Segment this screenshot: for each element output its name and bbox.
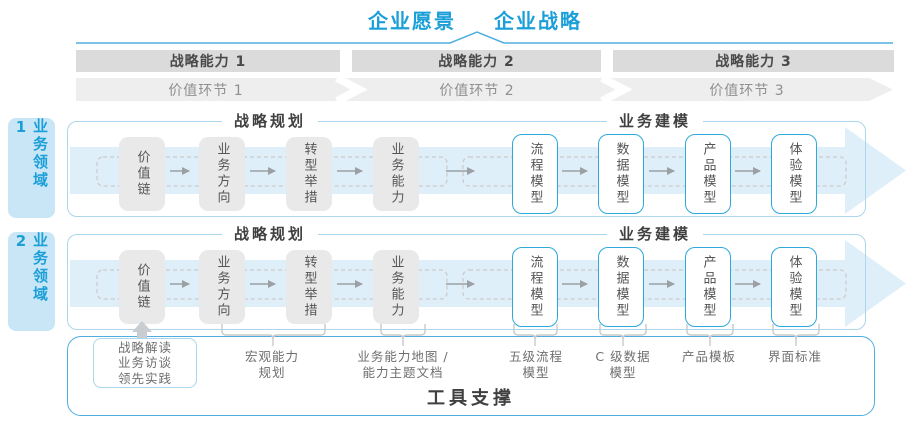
section-title-planning: 战略规划 — [221, 110, 319, 131]
box-transformation-initiatives: 转型举措 — [286, 137, 332, 211]
box-business-capability: 业务能力 — [373, 250, 419, 324]
flow-row-1-panel — [67, 121, 866, 217]
annotation-ui-standard: 界面标准 — [767, 349, 823, 364]
box-product-model: 产品模型 — [685, 134, 731, 214]
annotation-data-model: C 级数据 模型 — [595, 349, 651, 381]
domain-tag-1-label: 业务领域 1 — [12, 118, 49, 190]
value-chain-3-label: 价值环节 3 — [709, 82, 785, 99]
value-chain-chevron-band — [76, 78, 893, 101]
annotation-process-model: 五级流程 模型 — [508, 349, 564, 381]
practice-input-box: 战略解读 业务访谈 领先实践 — [93, 338, 197, 388]
box-experience-model: 体验模型 — [771, 247, 817, 327]
capability-bar-1-label: 战略能力 1 — [169, 54, 247, 70]
capability-bar-1: 战略能力 1 — [76, 50, 340, 72]
up-arrow-icon — [132, 321, 152, 338]
section-title-modeling: 业务建模 — [606, 110, 704, 131]
practice-line-3: 领先实践 — [117, 370, 172, 386]
box-business-direction: 业务方向 — [199, 250, 245, 324]
capability-bar-3: 战略能力 3 — [613, 50, 894, 72]
section-title-modeling: 业务建模 — [606, 223, 704, 244]
value-chain-2: 价值环节 2 — [367, 78, 587, 101]
annotation-macro-capability: 宏观能力 规划 — [244, 349, 300, 381]
box-business-direction: 业务方向 — [199, 137, 245, 211]
value-chain-1-label: 价值环节 1 — [168, 82, 244, 99]
tool-support-frame: 工具支撑 — [67, 336, 875, 416]
box-value-chain: 价值链 — [119, 250, 165, 324]
annotation-product-template: 产品模板 — [681, 349, 737, 364]
annotation-capability-map: 业务能力地图 / 能力主题文档 — [357, 349, 449, 381]
capability-bar-3-label: 战略能力 3 — [715, 54, 792, 70]
box-business-capability: 业务能力 — [373, 137, 419, 211]
domain-tag-2-label: 业务领域 2 — [12, 232, 49, 304]
value-chain-1: 价值环节 1 — [96, 78, 316, 101]
capability-bar-2-label: 战略能力 2 — [438, 54, 515, 70]
box-process-model: 流程模型 — [512, 134, 558, 214]
practice-line-2: 业务访谈 — [117, 355, 172, 371]
domain-tag-2: 业务领域 2 — [8, 232, 55, 331]
tool-support-label: 工具支撑 — [427, 388, 515, 409]
box-experience-model: 体验模型 — [771, 134, 817, 214]
practice-line-1: 战略解读 — [117, 340, 172, 356]
value-chain-3: 价值环节 3 — [637, 78, 857, 101]
flow-row-2-panel — [67, 234, 866, 330]
flow-row-1: 战略规划 业务建模 价值链 业务方向 转型举措 业务能力 流程模型 数据模型 产… — [0, 110, 910, 218]
title-strategy: 企业战略 — [494, 9, 582, 33]
domain-tag-1: 业务领域 1 — [8, 118, 55, 218]
box-data-model: 数据模型 — [598, 134, 644, 214]
flow-row-2: 战略规划 业务建模 价值链 业务方向 转型举措 业务能力 流程模型 数据模型 产… — [0, 223, 910, 331]
box-value-chain: 价值链 — [119, 137, 165, 211]
box-process-model: 流程模型 — [512, 247, 558, 327]
box-transformation-initiatives: 转型举措 — [286, 250, 332, 324]
page-title: 企业愿景 企业战略 — [40, 5, 910, 34]
box-data-model: 数据模型 — [598, 247, 644, 327]
capability-bar-2: 战略能力 2 — [352, 50, 601, 72]
value-chain-2-label: 价值环节 2 — [439, 82, 515, 99]
section-title-planning: 战略规划 — [221, 223, 319, 244]
box-product-model: 产品模型 — [685, 247, 731, 327]
title-caret-line — [76, 31, 893, 44]
annotation-brackets — [132, 321, 820, 346]
title-vision: 企业愿景 — [368, 9, 456, 33]
